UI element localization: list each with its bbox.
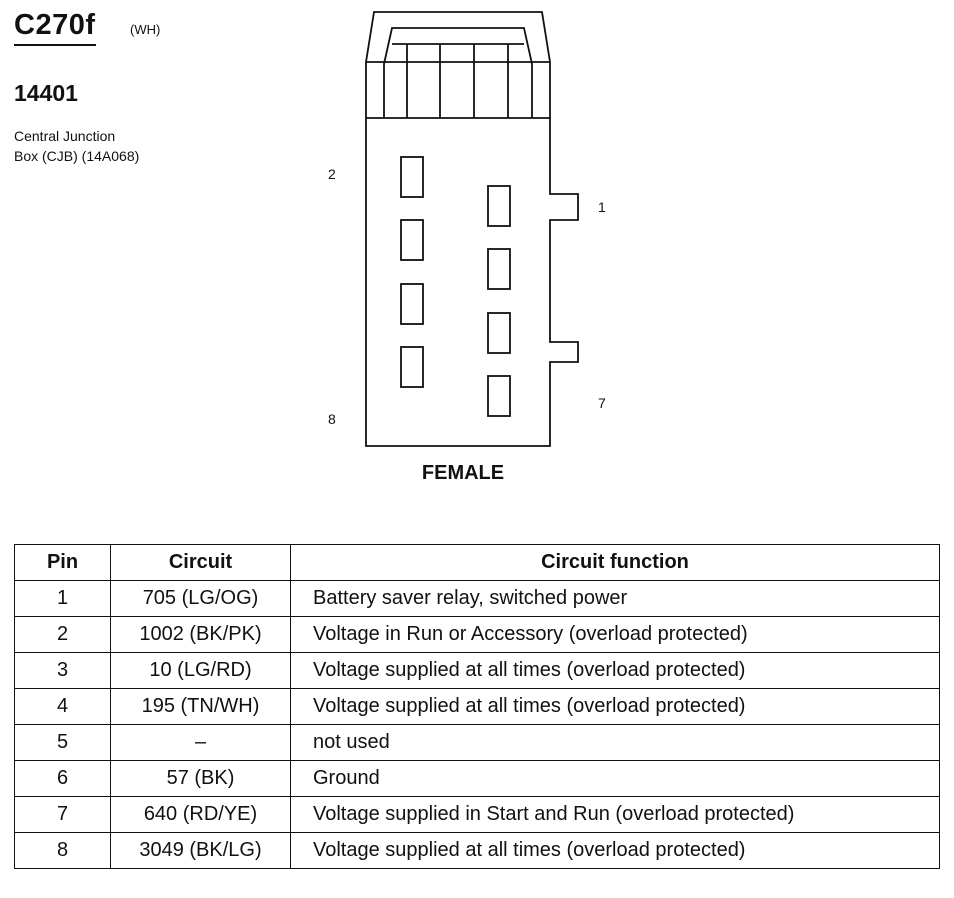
table-row: 8 3049 (BK/LG) Voltage supplied at all t… [14,832,940,869]
table-row: 2 1002 (BK/PK) Voltage in Run or Accesso… [14,616,940,653]
pin-cavities-left [400,156,424,388]
pin-cavity [400,346,424,388]
connector-color: (WH) [130,22,161,37]
pin-cell: 6 [14,760,111,797]
pin-cavity [487,248,511,290]
pin-label-8: 8 [328,411,336,427]
pin-cell: 7 [14,796,111,833]
pin-label-1: 1 [598,199,606,215]
connector-diagram: 2 1 8 7 FEMALE [328,11,606,484]
pin-cavity [487,185,511,227]
circuit-cell: – [110,724,291,761]
pin-cavity [487,312,511,354]
table-row: 4 195 (TN/WH) Voltage supplied at all ti… [14,688,940,725]
pin-cell: 1 [14,580,111,617]
part-number: 14401 [14,80,78,106]
circuit-cell: 57 (BK) [110,760,291,797]
circuit-cell: 195 (TN/WH) [110,688,291,725]
function-cell: Ground [290,760,940,797]
header-pin: Pin [14,544,111,581]
pin-cell: 5 [14,724,111,761]
function-cell: Voltage supplied at all times (overload … [290,832,940,869]
circuit-cell: 10 (LG/RD) [110,652,291,689]
table-row: 1 705 (LG/OG) Battery saver relay, switc… [14,580,940,617]
pin-cavities-right [487,185,511,417]
pin-cavity [487,375,511,417]
pin-cell: 8 [14,832,111,869]
description-line-2: Box (CJB) (14A068) [14,148,140,164]
table-row: 7 640 (RD/YE) Voltage supplied in Start … [14,796,940,833]
pin-cell: 3 [14,652,111,689]
pin-cavity [400,283,424,325]
circuit-cell: 3049 (BK/LG) [110,832,291,869]
function-cell: Voltage supplied at all times (overload … [290,688,940,725]
pinout-table: Pin Circuit Circuit function 1 705 (LG/O… [14,544,940,869]
circuit-cell: 1002 (BK/PK) [110,616,291,653]
pin-cavity [400,219,424,261]
circuit-cell: 640 (RD/YE) [110,796,291,833]
circuit-cell: 705 (LG/OG) [110,580,291,617]
description-line-1: Central Junction [14,128,116,144]
function-cell: Battery saver relay, switched power [290,580,940,617]
table-row: 6 57 (BK) Ground [14,760,940,797]
table-row: 3 10 (LG/RD) Voltage supplied at all tim… [14,652,940,689]
function-cell: not used [290,724,940,761]
gender-label: FEMALE [422,462,504,484]
connector-housing [365,11,579,447]
table-header-row: Pin Circuit Circuit function [14,544,940,581]
pin-label-2: 2 [328,166,336,182]
function-cell: Voltage supplied at all times (overload … [290,652,940,689]
connector-description: Central Junction Box (CJB) (14A068) [14,126,234,166]
connector-code: C270f [14,8,96,46]
pin-cell: 4 [14,688,111,725]
function-cell: Voltage in Run or Accessory (overload pr… [290,616,940,653]
header-circuit: Circuit [110,544,291,581]
function-cell: Voltage supplied in Start and Run (overl… [290,796,940,833]
pin-cell: 2 [14,616,111,653]
header-circuit-function: Circuit function [290,544,940,581]
pin-cavity [400,156,424,198]
table-row: 5 – not used [14,724,940,761]
pin-label-7: 7 [598,395,606,411]
